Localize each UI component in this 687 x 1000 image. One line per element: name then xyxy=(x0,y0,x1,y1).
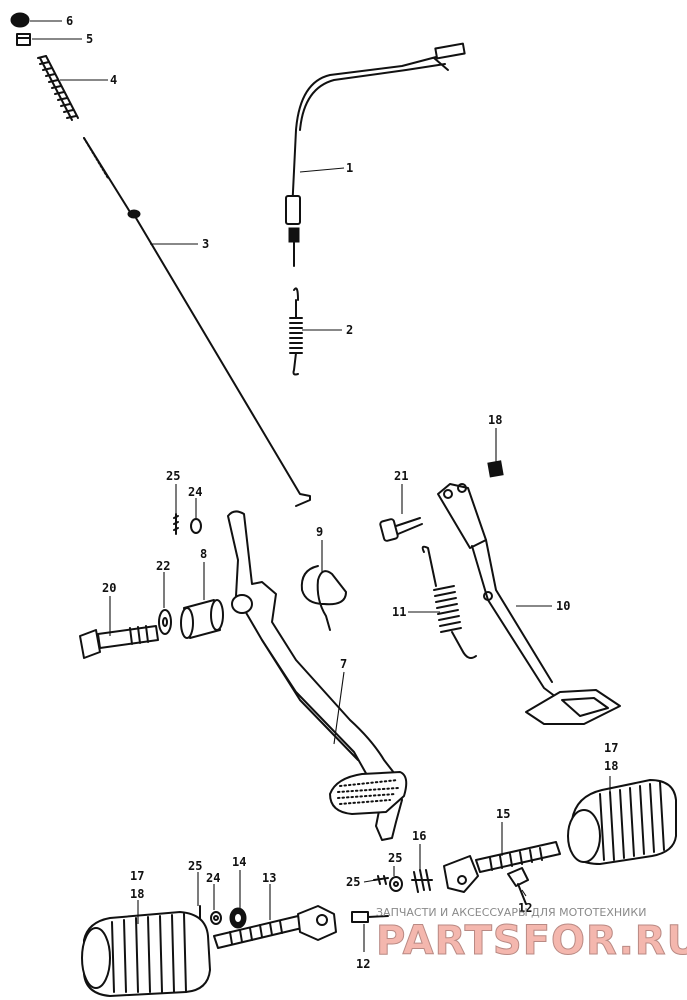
leader-lines xyxy=(30,20,611,952)
part-14-spring xyxy=(229,907,247,929)
part-25-cotter-pin-upper xyxy=(173,513,179,535)
label-part-3: 3 xyxy=(202,237,209,251)
part-9-clip xyxy=(300,565,347,631)
part-25-cotter-pin-center xyxy=(373,875,389,885)
part-12-pin-center xyxy=(351,911,389,923)
label-part-18-right: 18 xyxy=(604,759,618,773)
part-24-washer-left xyxy=(210,911,222,925)
part-24-washer-center xyxy=(389,876,403,892)
part-8-bushing xyxy=(180,599,224,639)
part-20-bolt xyxy=(79,625,159,659)
part-15-right-footpeg-bar xyxy=(443,841,561,893)
label-part-14: 14 xyxy=(232,855,246,869)
label-part-5: 5 xyxy=(86,32,93,46)
label-part-25-left: 25 xyxy=(188,859,202,873)
part-17-18-left-footpeg-rubber xyxy=(81,911,211,997)
label-part-17-left: 17 xyxy=(130,869,144,883)
label-part-7: 7 xyxy=(340,657,347,671)
part-17-18-right-footpeg-rubber xyxy=(567,779,677,865)
label-part-6: 6 xyxy=(66,14,73,28)
label-part-8: 8 xyxy=(200,547,207,561)
part-12-pin-right xyxy=(507,867,529,905)
part-1-switch-cable xyxy=(285,42,466,267)
part-21-washer xyxy=(158,609,172,635)
part-5-nut xyxy=(16,33,31,46)
watermark: ЗАПЧАСТИ И АКСЕССУАРЫ ДЛЯ МОТОТЕХНИКИ PA… xyxy=(376,906,687,965)
part-16-spring xyxy=(411,869,433,893)
part-11-stand-spring xyxy=(421,545,477,659)
label-part-12-right: 12 xyxy=(518,901,532,915)
label-part-17-right: 17 xyxy=(604,741,618,755)
part-13-left-footpeg-bar xyxy=(213,905,337,949)
part-4-spring xyxy=(37,55,79,121)
label-part-24-center: 25 xyxy=(388,851,402,865)
label-part-1: 1 xyxy=(346,161,353,175)
label-part-11: 11 xyxy=(392,605,406,619)
label-part-9: 9 xyxy=(316,525,323,539)
label-part-20: 20 xyxy=(102,581,116,595)
label-part-10: 10 xyxy=(556,599,570,613)
part-19-pivot-bolt xyxy=(379,517,423,542)
label-part-19: 21 xyxy=(394,469,408,483)
label-part-15: 15 xyxy=(496,807,510,821)
part-2-return-spring xyxy=(289,287,303,376)
label-part-4: 4 xyxy=(110,73,117,87)
label-part-21: 22 xyxy=(156,559,170,573)
watermark-tagline: ЗАПЧАСТИ И АКСЕССУАРЫ ДЛЯ МОТОТЕХНИКИ xyxy=(376,906,646,919)
part-10-side-stand xyxy=(437,483,621,725)
label-part-24-left: 24 xyxy=(206,871,220,885)
label-part-13: 13 xyxy=(262,871,276,885)
label-part-25-upper: 25 xyxy=(166,469,180,483)
watermark-logo: PARTSFOR.RU xyxy=(376,918,687,964)
label-part-25-center: 25 xyxy=(346,875,360,889)
part-22-nut xyxy=(487,460,504,478)
label-part-12-center: 12 xyxy=(356,957,370,971)
label-part-22: 18 xyxy=(488,413,502,427)
part-3-brake-rod xyxy=(83,137,311,507)
part-23-washer xyxy=(190,518,202,534)
part-number-labels: 6 5 4 1 3 2 18 21 25 24 9 8 22 20 11 10 … xyxy=(66,14,618,971)
label-part-18-left: 18 xyxy=(130,887,144,901)
part-7-brake-pedal xyxy=(227,510,408,841)
label-part-23: 24 xyxy=(188,485,202,499)
part-6-cap xyxy=(10,12,30,28)
label-part-16: 16 xyxy=(412,829,426,843)
label-part-2: 2 xyxy=(346,323,353,337)
